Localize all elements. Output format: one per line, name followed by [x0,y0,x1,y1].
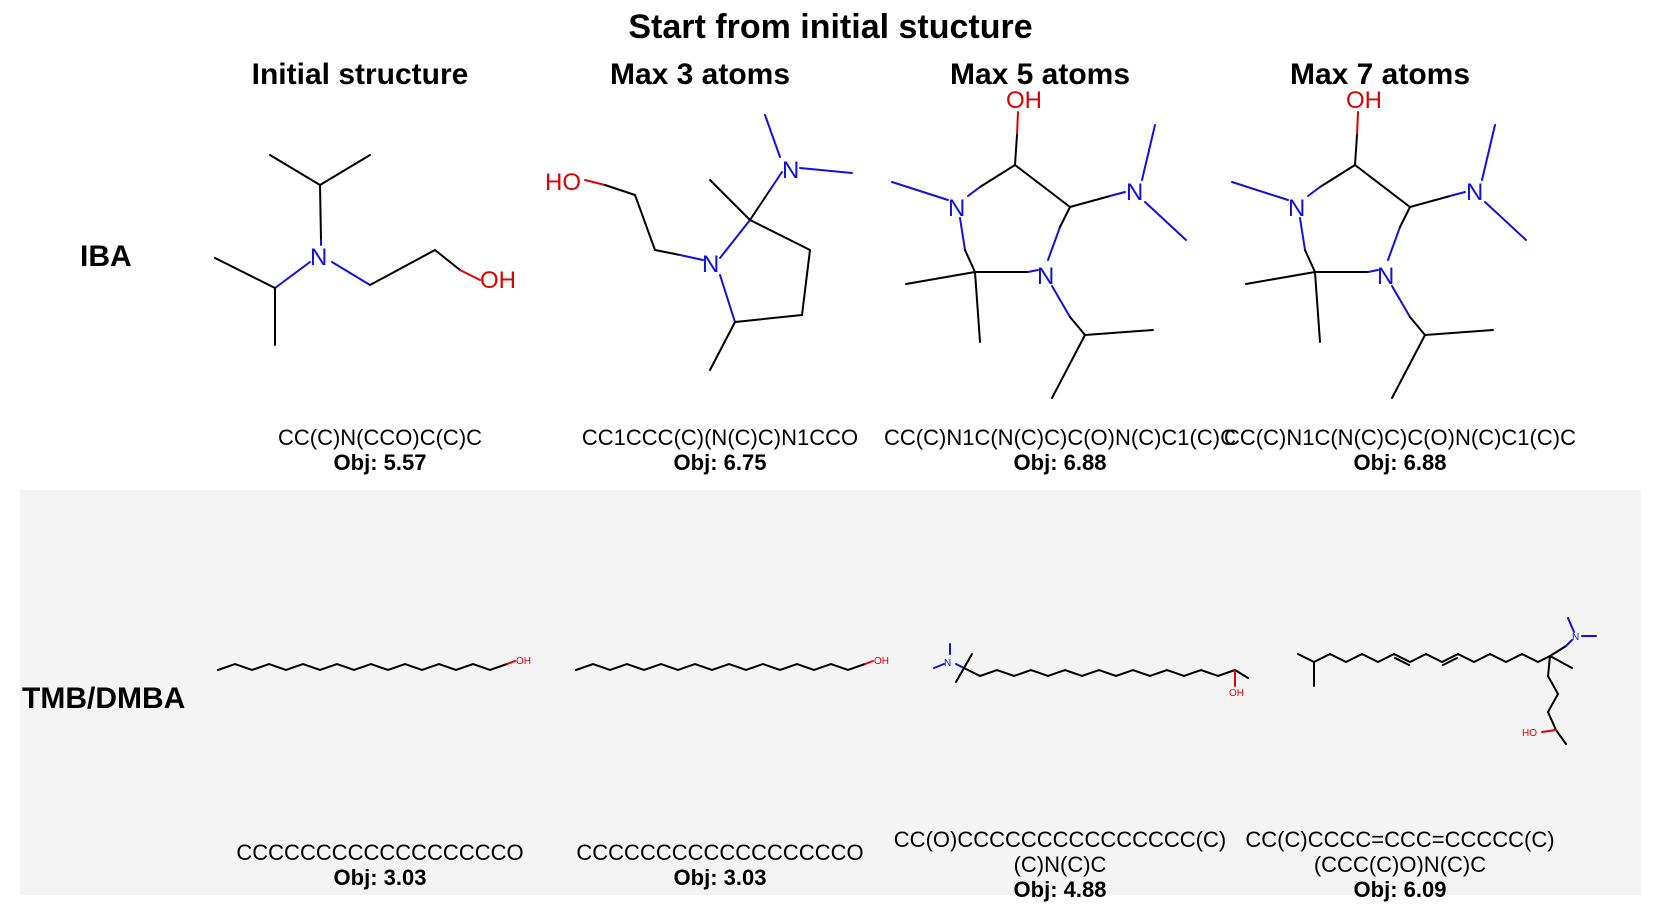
atom-n: N [1572,632,1579,643]
atom-oh: OH [1006,87,1042,114]
caption-iba-max7: CC(C)N1C(N(C)C)C(O)N(C)C1(C)C Obj: 6.88 [1210,425,1590,475]
smiles-text: CC(C)N1C(N(C)C)C(O)N(C)C1(C)C [1224,425,1576,450]
molecule-iba-max7: OH N N N [1231,87,1527,399]
atom-ho: HO [545,169,581,196]
molecule-iba-max5: OH N N N [891,87,1187,399]
row-band-tmb [20,490,1641,895]
column-header-max5: Max 5 atoms [949,58,1131,91]
caption-iba-max3: CC1CCC(C)(N(C)C)N1CCO Obj: 6.75 [530,425,910,475]
caption-iba-initial: CC(C)N(CCO)C(C)C Obj: 5.57 [190,425,570,475]
atom-n-amine: N [1126,179,1143,206]
atom-n-bottom: N [1377,263,1394,290]
objective-value: Obj: 5.57 [333,450,427,475]
row-label-tmb: TMB/DMBA [22,682,186,715]
smiles-text: CC(C)N1C(N(C)C)C(O)N(C)C1(C)C [884,425,1236,450]
column-header-max3: Max 3 atoms [609,58,791,91]
caption-iba-max5: CC(C)N1C(N(C)C)C(O)N(C)C1(C)C Obj: 6.88 [870,425,1250,475]
atom-oh: OH [480,267,516,294]
atom-n-ring: N [702,251,719,278]
column-header-max7: Max 7 atoms [1289,58,1471,91]
smiles-text-line-2: (CCC(C)O)N(C)C [1313,852,1487,877]
atom-n: N [310,244,327,271]
column-header-initial: Initial structure [251,58,469,91]
molecule-tmb-max3: OH [575,656,889,672]
objective-value: Obj: 6.09 [1353,877,1447,902]
caption-tmb-initial: CCCCCCCCCCCCCCCCCO Obj: 3.03 [190,840,570,890]
molecule-iba-max3: HO N N [545,114,853,371]
molecule-iba-initial: N OH [214,154,516,346]
atom-n-left: N [948,195,965,222]
objective-value: Obj: 3.03 [673,865,767,890]
atom-n-left: N [1288,195,1305,222]
smiles-text-line-2: (C)N(C)C [1013,852,1107,877]
atom-oh: OH [1229,688,1244,699]
caption-tmb-max5: CC(O)CCCCCCCCCCCCCCC(C) (C)N(C)C Obj: 4.… [870,827,1250,902]
smiles-text: CCCCCCCCCCCCCCCCCO [236,840,524,865]
atom-n: N [944,658,951,669]
molecule-tmb-initial: OH [217,656,531,672]
objective-value: Obj: 6.88 [1353,450,1447,475]
atom-n-amine: N [782,157,799,184]
objective-value: Obj: 6.75 [673,450,767,475]
atom-n-amine: N [1466,179,1483,206]
atom-ho: HO [1522,728,1537,739]
molecule-tmb-max7: N HO [1297,617,1597,745]
figure-title: Start from initial stucture [628,8,1033,46]
smiles-text: CC1CCC(C)(N(C)C)N1CCO [581,425,859,450]
caption-tmb-max3: CCCCCCCCCCCCCCCCCO Obj: 3.03 [530,840,910,890]
atom-oh: OH [1346,87,1382,114]
smiles-text-line-1: CC(O)CCCCCCCCCCCCCCC(C) [893,827,1227,852]
smiles-text-line-1: CC(C)CCCC=CCC=CCCCC(C) [1245,827,1555,852]
smiles-text: CC(C)N(CCO)C(C)C [277,425,483,450]
atom-n-bottom: N [1037,263,1054,290]
caption-tmb-max7: CC(C)CCCC=CCC=CCCCC(C) (CCC(C)O)N(C)C Ob… [1210,827,1590,902]
row-label-iba: IBA [80,240,132,273]
objective-value: Obj: 4.88 [1013,877,1107,902]
atom-oh: OH [516,656,531,667]
molecule-tmb-max5: N OH [933,643,1249,699]
atom-oh: OH [874,656,889,667]
objective-value: Obj: 3.03 [333,865,427,890]
objective-value: Obj: 6.88 [1013,450,1107,475]
smiles-text: CCCCCCCCCCCCCCCCCO [576,840,864,865]
